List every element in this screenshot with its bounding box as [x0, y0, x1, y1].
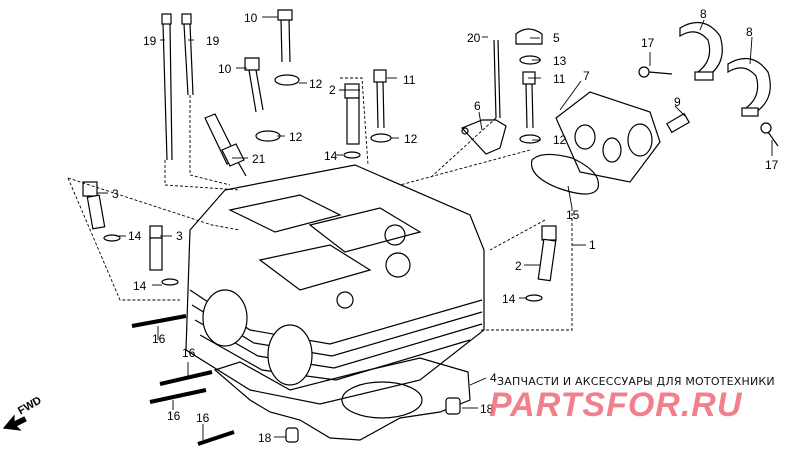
cylinder-head [185, 164, 485, 405]
callout-6: 6 [474, 99, 481, 113]
gasket-15 [530, 153, 600, 195]
callout-4: 4 [490, 371, 497, 385]
stud-16-c [149, 388, 207, 404]
callout-17-lower: 17 [765, 158, 779, 172]
callout-12-upper: 12 [309, 77, 323, 91]
screw-17-upper [638, 66, 673, 78]
callout-1: 1 [589, 238, 596, 252]
fwd-arrow-icon [2, 414, 27, 431]
callout-12-lower: 12 [289, 130, 303, 144]
bolt-11-center [370, 69, 392, 143]
callout-18-left: 18 [258, 431, 272, 445]
head-gasket-4 [213, 357, 471, 441]
bracket-6 [460, 39, 507, 155]
long-bolt-19-right [181, 13, 194, 96]
callout-16-a: 16 [152, 332, 166, 346]
callout-21: 21 [252, 152, 266, 166]
callout-10-lower: 10 [218, 62, 232, 76]
stud-16-d [197, 430, 235, 446]
callout-10-upper: 10 [244, 11, 258, 25]
callout-19-right: 19 [206, 34, 220, 48]
stud-2-right [525, 225, 557, 302]
callout-11-center: 11 [403, 73, 416, 87]
callout-3-upper: 3 [112, 187, 119, 201]
callout-2-top: 2 [329, 83, 336, 97]
callout-12-right: 12 [553, 133, 567, 147]
callout-14-right: 14 [502, 292, 516, 306]
stud-16-b [159, 370, 213, 386]
callout-19-left: 19 [143, 34, 157, 48]
leader-lines [67, 16, 773, 440]
callout-12-center: 12 [404, 132, 418, 146]
callout-7: 7 [583, 69, 590, 83]
screw-17-lower [760, 122, 779, 147]
bolt-10-lower [244, 57, 281, 142]
cap-5-stack [515, 28, 543, 144]
callout-15: 15 [566, 208, 580, 222]
spark-plug [204, 113, 247, 177]
dowel-18-left [285, 427, 299, 443]
callout-16-c: 16 [167, 409, 181, 423]
callout-5: 5 [553, 31, 560, 45]
callout-18-right: 18 [480, 402, 494, 416]
stud-3-upper [82, 181, 121, 242]
callout-8-lower: 8 [746, 25, 753, 39]
stud-3-lower [149, 225, 179, 286]
watermark-subtitle: ЗАПЧАСТИ И АКСЕССУАРЫ ДЛЯ МОТОТЕХНИКИ [497, 375, 775, 388]
callout-17-upper: 17 [641, 36, 655, 50]
callout-20: 20 [467, 31, 481, 45]
callout-14-left: 14 [128, 229, 142, 243]
long-bolt-19-left [161, 13, 173, 161]
clamp-8-lower [727, 57, 771, 117]
stud-2-top [343, 83, 361, 159]
callout-14-top: 14 [324, 149, 338, 163]
intake-pipe-7 [555, 91, 690, 183]
callout-8-upper: 8 [700, 7, 707, 21]
callout-2-right: 2 [515, 259, 522, 273]
callout-16-b: 16 [182, 346, 196, 360]
watermark-logo: PARTSFOR.RU [489, 386, 743, 424]
dowel-18-right [445, 397, 461, 415]
callout-11-right: 11 [553, 72, 566, 86]
callout-3-lower: 3 [176, 229, 183, 243]
callout-9: 9 [674, 95, 681, 109]
callout-16-d: 16 [196, 411, 210, 425]
bolt-10-upper [274, 9, 300, 86]
callout-13: 13 [553, 54, 567, 68]
clamp-8-upper [679, 21, 723, 81]
stud-16-a [131, 314, 187, 328]
callout-14-lower-left: 14 [133, 279, 147, 293]
